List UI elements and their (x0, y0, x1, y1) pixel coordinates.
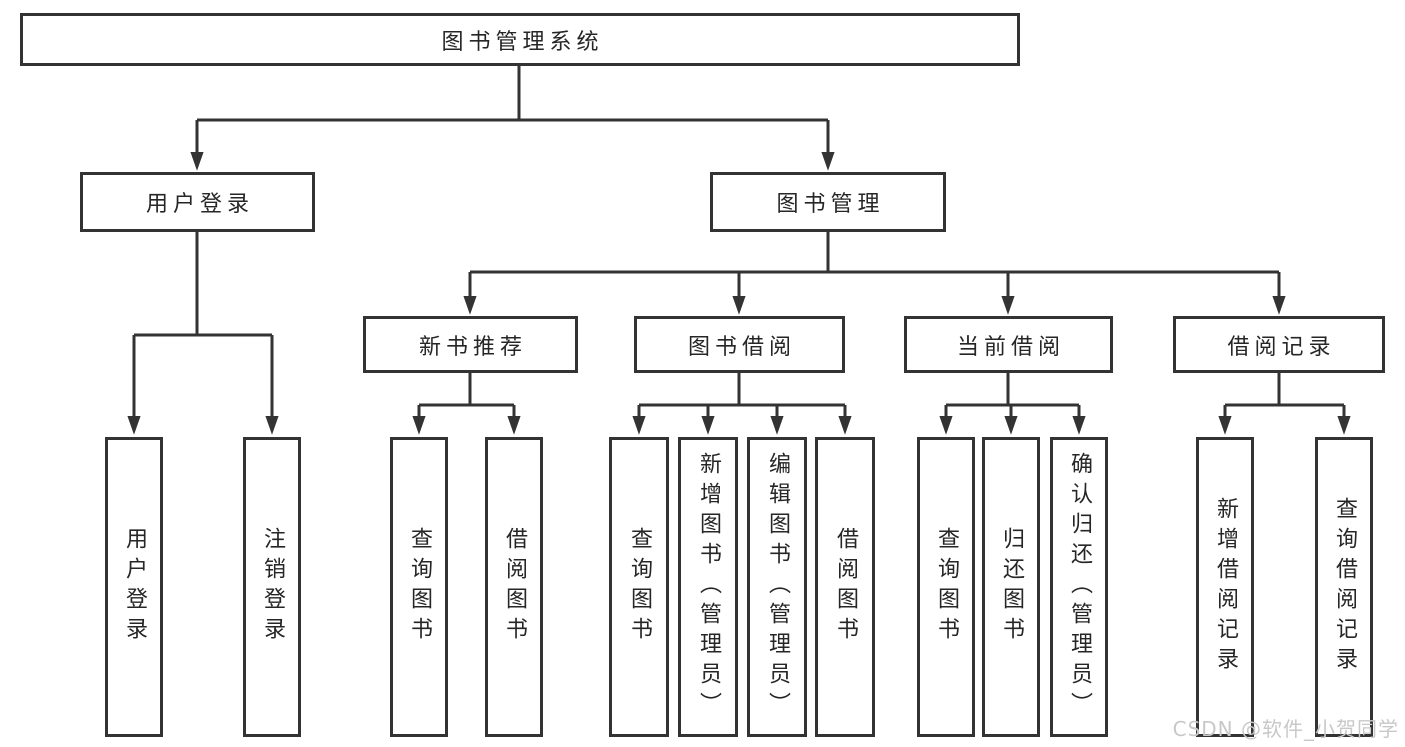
node-book-borrowing: 图书借阅 (634, 316, 845, 373)
leaf-query-books-recommend: 查询图书 (390, 437, 448, 737)
leaf-query-borrow-record: 查询借阅记录 (1315, 437, 1373, 737)
leaf-return-books: 归还图书 (982, 437, 1040, 737)
watermark-text: CSDN @软件_小贺同学 (1172, 717, 1399, 741)
leaf-borrow-books-borrowing: 借阅图书 (815, 437, 875, 737)
node-user-login: 用户登录 (80, 172, 315, 232)
leaf-edit-books-admin: 编辑图书（管理员） (747, 437, 807, 737)
leaf-query-books-current: 查询图书 (917, 437, 975, 737)
leaf-user-login: 用户登录 (105, 437, 163, 737)
node-new-book-recommendation: 新书推荐 (363, 316, 578, 373)
leaf-confirm-return-admin: 确认归还（管理员） (1050, 437, 1108, 737)
leaf-add-borrow-record: 新增借阅记录 (1196, 437, 1254, 737)
node-borrowing-records: 借阅记录 (1173, 316, 1385, 373)
leaf-add-books-admin: 新增图书（管理员） (678, 437, 738, 737)
leaf-borrow-books-recommend: 借阅图书 (485, 437, 543, 737)
node-current-borrowing: 当前借阅 (904, 316, 1113, 373)
leaf-query-books-borrowing: 查询图书 (609, 437, 669, 737)
leaf-logout-login: 注销登录 (243, 437, 301, 737)
node-book-management: 图书管理 (710, 172, 946, 232)
node-library-system: 图书管理系统 (20, 13, 1020, 66)
